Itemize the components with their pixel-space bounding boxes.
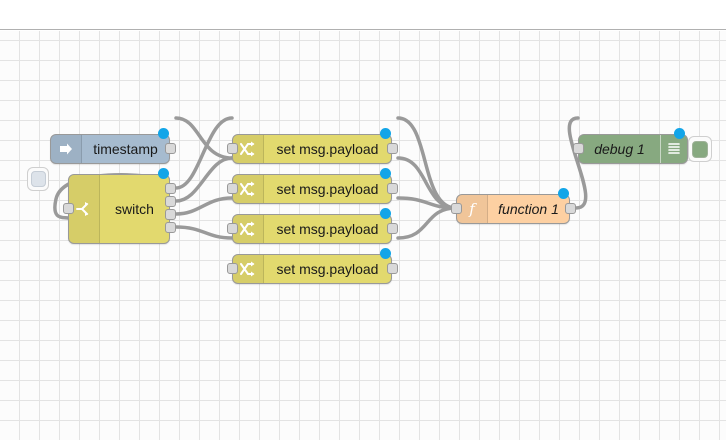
wire-switch3-to-change4 [174,225,234,240]
wire-inject-to-change2 [174,116,234,160]
node-change-1-label: set msg.payload [276,141,379,157]
status-dot-inject-timestamp [158,128,169,139]
node-change-1[interactable]: set msg.payload [232,134,392,164]
node-change-2-label: set msg.payload [276,181,379,197]
node-function-1[interactable]: f function 1 [456,194,570,224]
node-switch-label: switch [115,201,154,217]
node-change-4-label: set msg.payload [276,261,379,277]
port-output-change-2[interactable] [387,183,398,194]
inject-trigger-button-inner [30,171,46,187]
switch-split-icon [69,175,100,243]
port-output-change-1[interactable] [387,143,398,154]
port-output-switch-1[interactable] [165,196,176,207]
node-inject-timestamp-label: timestamp [93,141,158,157]
port-input-change-1[interactable] [227,143,238,154]
port-input-change-2[interactable] [227,183,238,194]
wire-change3-to-function [396,196,458,210]
debug-toggle-button-inner [692,140,708,158]
node-change-3-label: set msg.payload [276,221,379,237]
status-dot-change-3 [380,208,391,219]
wire-change4-to-function [396,206,458,240]
port-output-switch-3[interactable] [165,222,176,233]
port-input-switch[interactable] [63,203,74,214]
node-function-1-label: function 1 [498,201,559,217]
wire-change2-to-function [396,156,458,210]
node-switch[interactable]: switch [68,174,170,244]
port-input-function-1[interactable] [451,203,462,214]
node-debug-1[interactable]: debug 1 [578,134,688,164]
svg-text:f: f [468,200,477,218]
status-dot-function-1 [558,188,569,199]
status-dot-change-1 [380,128,391,139]
port-output-switch-2[interactable] [165,209,176,220]
node-change-3[interactable]: set msg.payload [232,214,392,244]
inject-trigger-button[interactable] [27,167,49,191]
debug-lines-icon [660,135,687,163]
arrow-right-icon [51,135,82,163]
port-output-function-1[interactable] [565,203,576,214]
node-inject-timestamp[interactable]: timestamp [50,134,170,164]
status-dot-change-4 [380,248,391,259]
node-change-4[interactable]: set msg.payload [232,254,392,284]
wire-switch2-to-change3 [174,196,234,216]
wire-switch0-to-change1 [174,116,234,190]
shuffle-icon [233,175,264,203]
shuffle-icon [233,135,264,163]
wire-change1-to-function [396,116,458,210]
port-output-change-3[interactable] [387,223,398,234]
port-input-change-3[interactable] [227,223,238,234]
status-dot-change-2 [380,168,391,179]
port-output-inject-timestamp[interactable] [165,143,176,154]
port-input-change-4[interactable] [227,263,238,274]
node-change-2[interactable]: set msg.payload [232,174,392,204]
shuffle-icon [233,215,264,243]
port-output-switch-0[interactable] [165,183,176,194]
status-dot-debug-1 [674,128,685,139]
wire-switch1-to-change2 [174,156,234,203]
port-input-debug-1[interactable] [573,143,584,154]
editor-header-strip [0,0,726,30]
node-debug-1-label: debug 1 [594,141,645,157]
function-f-icon: f [457,195,488,223]
status-dot-switch [158,168,169,179]
flow-canvas[interactable]: timestamp switch [0,31,726,440]
shuffle-icon [233,255,264,283]
port-output-change-4[interactable] [387,263,398,274]
debug-toggle-button[interactable] [688,136,712,162]
